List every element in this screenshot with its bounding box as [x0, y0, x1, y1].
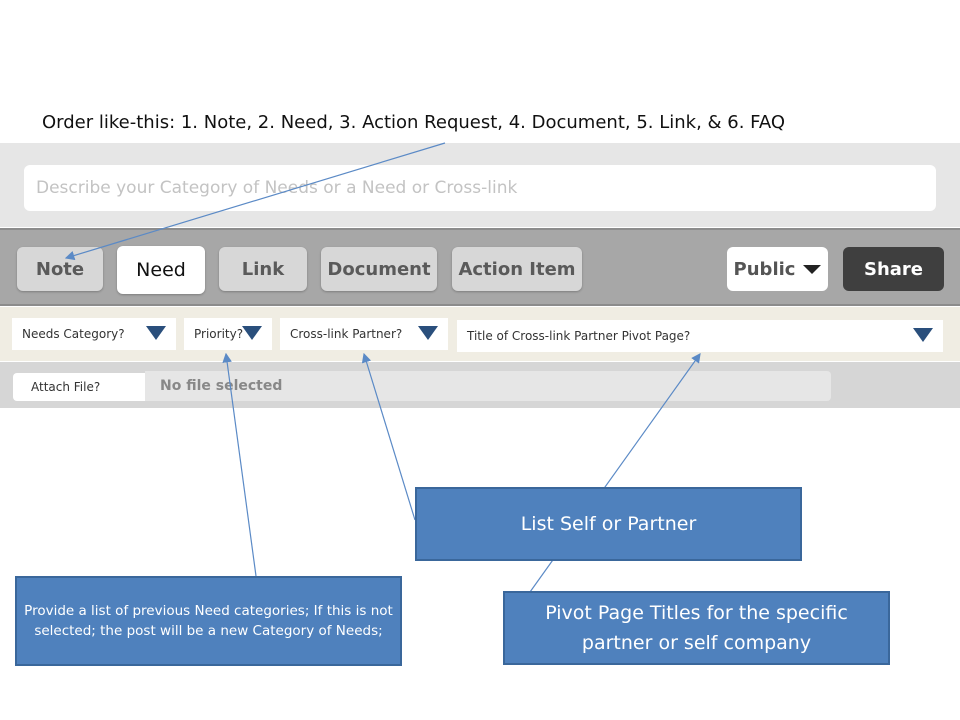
chevron-down-icon [803, 264, 822, 274]
describe-input[interactable] [24, 165, 936, 211]
order-annotation: Order like-this: 1. Note, 2. Need, 3. Ac… [42, 112, 786, 133]
visibility-value: Public [733, 258, 796, 280]
attach-file-button[interactable]: Attach File? [13, 373, 145, 401]
list-self-callout: List Self or Partner [415, 487, 802, 561]
priority-label: Priority? [194, 327, 244, 341]
pivot-titles-callout: Pivot Page Titles for the specific partn… [503, 591, 890, 665]
crosslink-partner-dropdown[interactable]: Cross-link Partner? [280, 318, 448, 350]
dropdown-arrow-icon [418, 326, 438, 340]
dropdown-arrow-icon [242, 326, 262, 340]
note-button[interactable]: Note [17, 247, 103, 291]
action-item-button[interactable]: Action Item [452, 247, 582, 291]
document-button[interactable]: Document [321, 247, 437, 291]
need-categories-callout: Provide a list of previous Need categori… [15, 576, 402, 666]
visibility-select[interactable]: Public [727, 247, 828, 291]
priority-dropdown[interactable]: Priority? [184, 318, 272, 350]
pivot-page-title-dropdown[interactable]: Title of Cross-link Partner Pivot Page? [457, 320, 943, 352]
needs-category-label: Needs Category? [22, 327, 125, 341]
dropdown-arrow-icon [146, 326, 166, 340]
pivot-page-title-label: Title of Cross-link Partner Pivot Page? [467, 329, 691, 343]
dropdown-arrow-icon [913, 328, 933, 342]
need-button[interactable]: Need [117, 246, 205, 294]
link-button[interactable]: Link [219, 247, 307, 291]
crosslink-partner-label: Cross-link Partner? [290, 327, 403, 341]
file-status: No file selected [145, 371, 831, 401]
needs-category-dropdown[interactable]: Needs Category? [12, 318, 176, 350]
share-button[interactable]: Share [843, 247, 944, 291]
